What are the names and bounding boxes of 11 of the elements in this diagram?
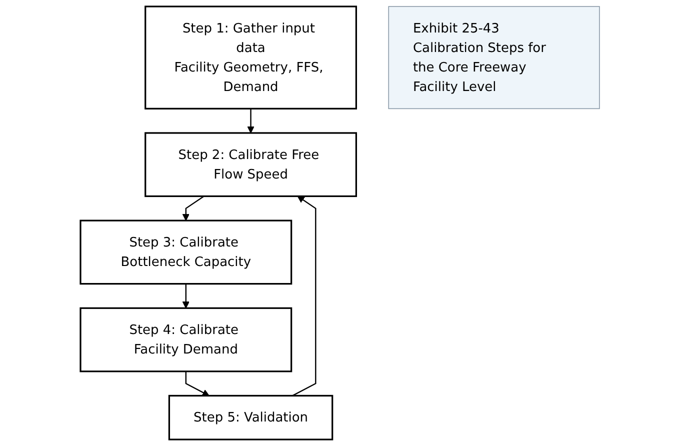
node-box: Step 5: Validation bbox=[168, 394, 333, 440]
arrow bbox=[184, 371, 209, 396]
node-box: Step 3: Calibrate Bottleneck Capacity bbox=[79, 220, 292, 285]
arrow bbox=[182, 284, 189, 308]
arrow bbox=[246, 108, 254, 134]
node-box: Exhibit 25-43 Calibration Steps for the Core Freeway Facility Level bbox=[388, 6, 600, 110]
node-box: Step 1: Gather input data Facility Geometry, FFS, Demand bbox=[144, 6, 357, 110]
arrow bbox=[182, 196, 204, 221]
node-box: Step 4: Calibrate Facility Demand bbox=[79, 307, 292, 372]
arrow bbox=[292, 196, 316, 396]
node-box: Step 2: Calibrate Free Flow Speed bbox=[144, 132, 357, 198]
